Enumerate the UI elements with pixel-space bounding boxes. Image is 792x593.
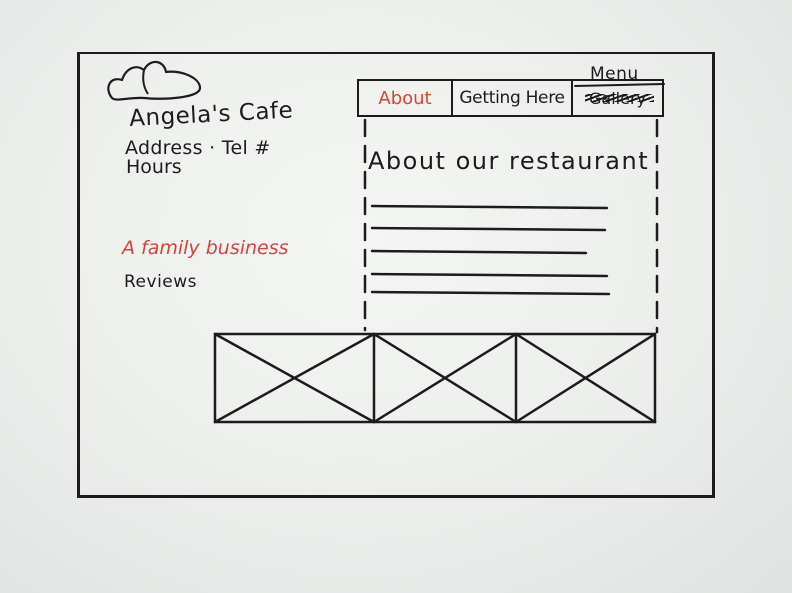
hours-line: Hours [126, 156, 182, 178]
tab-about[interactable]: About [359, 81, 453, 115]
nav-tabs: About Getting Here Gallery [357, 79, 664, 117]
text-placeholder-line [370, 272, 609, 278]
tab-gallery[interactable]: Gallery [573, 81, 662, 115]
menu-note-underline [574, 83, 665, 87]
text-placeholder-line [370, 226, 607, 232]
address-tel-line: Address · Tel # [125, 137, 271, 159]
image-placeholder-strip [213, 332, 657, 424]
page-frame [77, 52, 715, 498]
content-title: About our restaurant [368, 147, 650, 175]
strikethrough-scribble [585, 94, 654, 102]
sidebar-item-reviews[interactable]: Reviews [124, 272, 198, 292]
chef-hat-icon [107, 60, 202, 101]
image-placeholder-cross [514, 332, 657, 424]
image-placeholder-outline [213, 332, 657, 424]
tab-getting-here[interactable]: Getting Here [453, 81, 573, 115]
image-placeholder-cross [213, 332, 376, 424]
text-placeholder-line [370, 204, 609, 210]
sidebar-item-family-business[interactable]: A family business [122, 237, 289, 259]
image-placeholder-cross [372, 332, 518, 424]
tab-getting-here-label: Getting Here [459, 88, 565, 108]
tab-about-label: About [378, 87, 432, 109]
text-placeholder-line [370, 249, 588, 255]
text-placeholder-line [370, 290, 611, 296]
menu-handwritten-note: Menu [590, 64, 639, 84]
